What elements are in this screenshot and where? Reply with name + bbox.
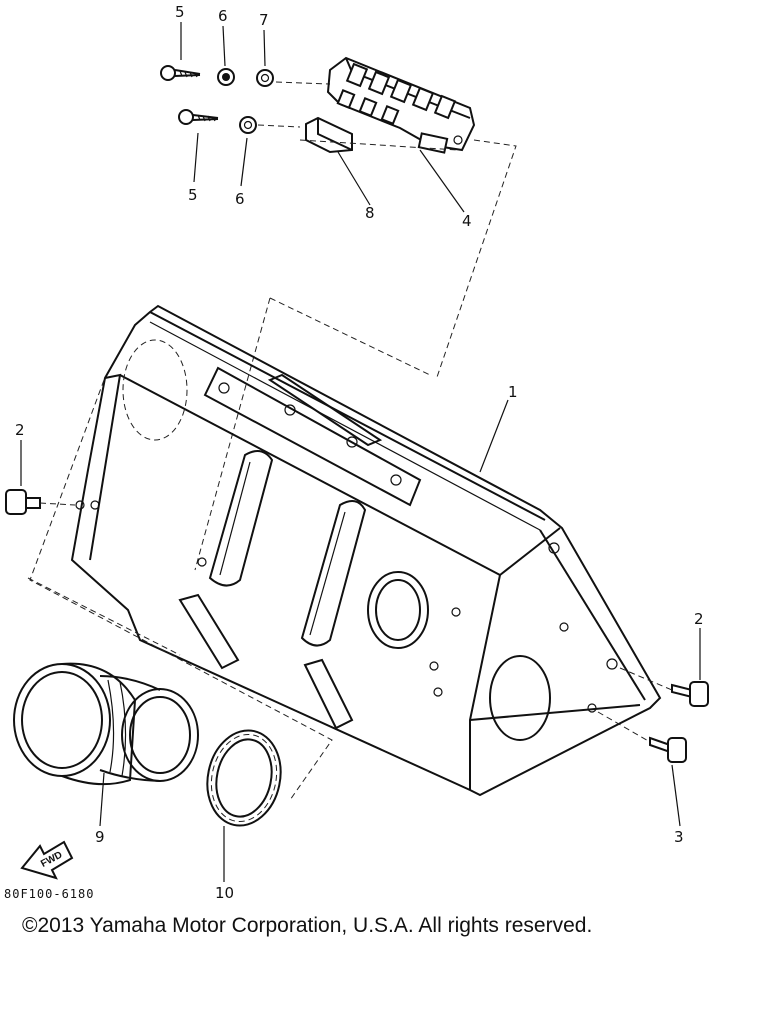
washer-6-top	[217, 68, 235, 86]
callout-4: 4	[462, 212, 472, 230]
clip-8	[305, 116, 353, 154]
air-duct-9	[13, 662, 199, 786]
mounting-plate-1	[70, 304, 662, 797]
copyright-notice: ©2013 Yamaha Motor Corporation, U.S.A. A…	[22, 914, 593, 937]
callout-7: 7	[259, 11, 269, 29]
callout-9: 9	[95, 828, 105, 846]
callout-10: 10	[215, 884, 234, 900]
callout-3: 3	[674, 828, 684, 846]
bolt-2-right	[671, 681, 709, 707]
screw-5-top	[160, 65, 201, 81]
callout-1: 1	[508, 383, 518, 401]
terminal-block-4	[326, 56, 476, 154]
gasket-ring-10	[206, 729, 282, 827]
callout-2-right: 2	[694, 610, 704, 628]
callout-6-bottom: 6	[235, 190, 245, 208]
washer-6-bottom	[239, 116, 257, 134]
screw-5-bottom	[178, 109, 219, 125]
parts-diagram: FWD 5 6 7 5 6 8 4 1 2 2 3 9 10 80F100-61…	[4, 3, 709, 900]
forward-arrow-icon: FWD	[20, 840, 74, 880]
callout-8: 8	[365, 204, 375, 222]
nut-7	[256, 69, 274, 87]
callout-6-top: 6	[218, 7, 228, 25]
diagram-code: 80F100-6180	[4, 887, 94, 900]
callout-5-top: 5	[175, 3, 185, 21]
bolt-2-left	[5, 489, 41, 515]
bolt-3	[649, 736, 687, 763]
callout-2-left: 2	[15, 421, 25, 439]
callout-5-bottom: 5	[188, 186, 198, 204]
